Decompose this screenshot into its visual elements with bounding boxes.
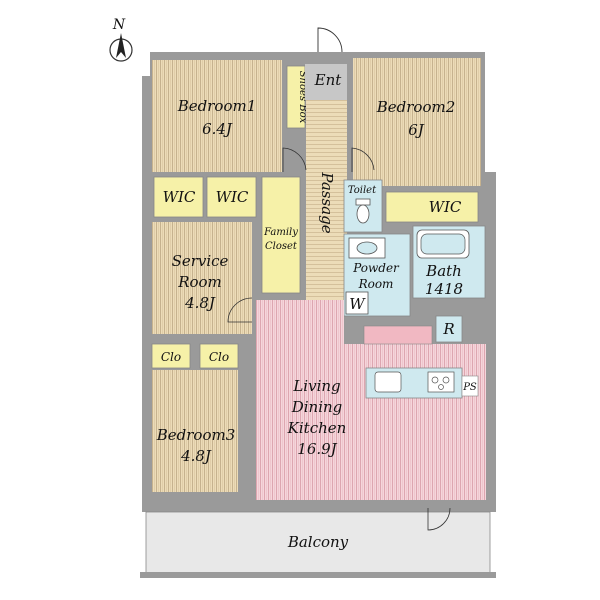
ent-label: Ent bbox=[314, 71, 343, 89]
bedroom2-door[interactable] bbox=[351, 147, 375, 172]
family-closet bbox=[261, 176, 301, 294]
ps-shaft bbox=[461, 375, 479, 397]
clo-right-label: Clo bbox=[209, 350, 229, 364]
bath-label-2: 1418 bbox=[425, 280, 463, 298]
bedroom2-name: Bedroom2 bbox=[376, 98, 456, 116]
clo-left-label: Clo bbox=[161, 350, 181, 364]
family-closet-label-1: Family bbox=[263, 227, 298, 238]
service-door[interactable] bbox=[227, 297, 253, 323]
room-bedroom2 bbox=[353, 58, 481, 186]
wic-right-label: WIC bbox=[429, 198, 462, 216]
sink-icon bbox=[348, 237, 386, 259]
balcony-rail bbox=[140, 572, 496, 578]
passage bbox=[306, 100, 347, 300]
room-bedroom3 bbox=[152, 370, 238, 492]
bathtub-icon bbox=[416, 229, 470, 259]
powder-label-2: Room bbox=[358, 277, 394, 291]
ldk-line3: Kitchen bbox=[287, 419, 347, 437]
w-label: W bbox=[349, 295, 366, 313]
bedroom1-name: Bedroom1 bbox=[177, 97, 257, 115]
ldk-line2: Dining bbox=[291, 398, 343, 416]
toilet-label: Toilet bbox=[348, 185, 377, 196]
compass: N bbox=[109, 17, 133, 62]
wic-left-label: WIC bbox=[163, 188, 196, 206]
r-box bbox=[435, 315, 463, 343]
r-label: R bbox=[442, 320, 454, 338]
service-line1: Service bbox=[172, 252, 229, 270]
wic-right bbox=[385, 191, 479, 223]
washer-space bbox=[345, 291, 369, 315]
ldk-line1: Living bbox=[292, 377, 340, 395]
kitchen-counter bbox=[365, 367, 463, 399]
bedroom1-size: 6.4J bbox=[202, 120, 233, 138]
shoes-box-label: Shoes Box bbox=[297, 71, 308, 124]
entrance-door[interactable] bbox=[317, 27, 343, 53]
clo-right bbox=[199, 343, 239, 369]
refrigerator-space bbox=[363, 325, 433, 345]
passage-label: Passage bbox=[318, 171, 336, 233]
family-closet-label-2: Closet bbox=[265, 241, 298, 252]
service-size: 4.8J bbox=[184, 294, 216, 312]
wic-mid bbox=[206, 176, 257, 218]
north-arrow-icon bbox=[116, 33, 126, 58]
entrance bbox=[305, 64, 347, 100]
bath-label-1: Bath bbox=[425, 262, 462, 280]
room-ldk bbox=[256, 300, 486, 500]
balcony-door[interactable] bbox=[427, 507, 451, 531]
bedroom1-door[interactable] bbox=[282, 147, 307, 172]
service-line2: Room bbox=[177, 273, 222, 291]
room-bedroom1 bbox=[152, 60, 282, 172]
compass-letter: N bbox=[112, 17, 126, 33]
balcony-label: Balcony bbox=[287, 533, 349, 551]
wic-mid-label: WIC bbox=[216, 188, 249, 206]
clo-left bbox=[151, 343, 191, 369]
bedroom3-size: 4.8J bbox=[180, 447, 212, 465]
ldk-size: 16.9J bbox=[297, 440, 337, 458]
bedroom3-name: Bedroom3 bbox=[156, 426, 236, 444]
wic-left bbox=[153, 176, 204, 218]
powder-label-1: Powder bbox=[352, 261, 400, 275]
room-service bbox=[152, 222, 252, 334]
toilet-icon bbox=[355, 198, 371, 224]
balcony bbox=[145, 511, 491, 575]
bedroom2-size: 6J bbox=[408, 121, 425, 139]
ps-label: PS bbox=[462, 382, 477, 393]
